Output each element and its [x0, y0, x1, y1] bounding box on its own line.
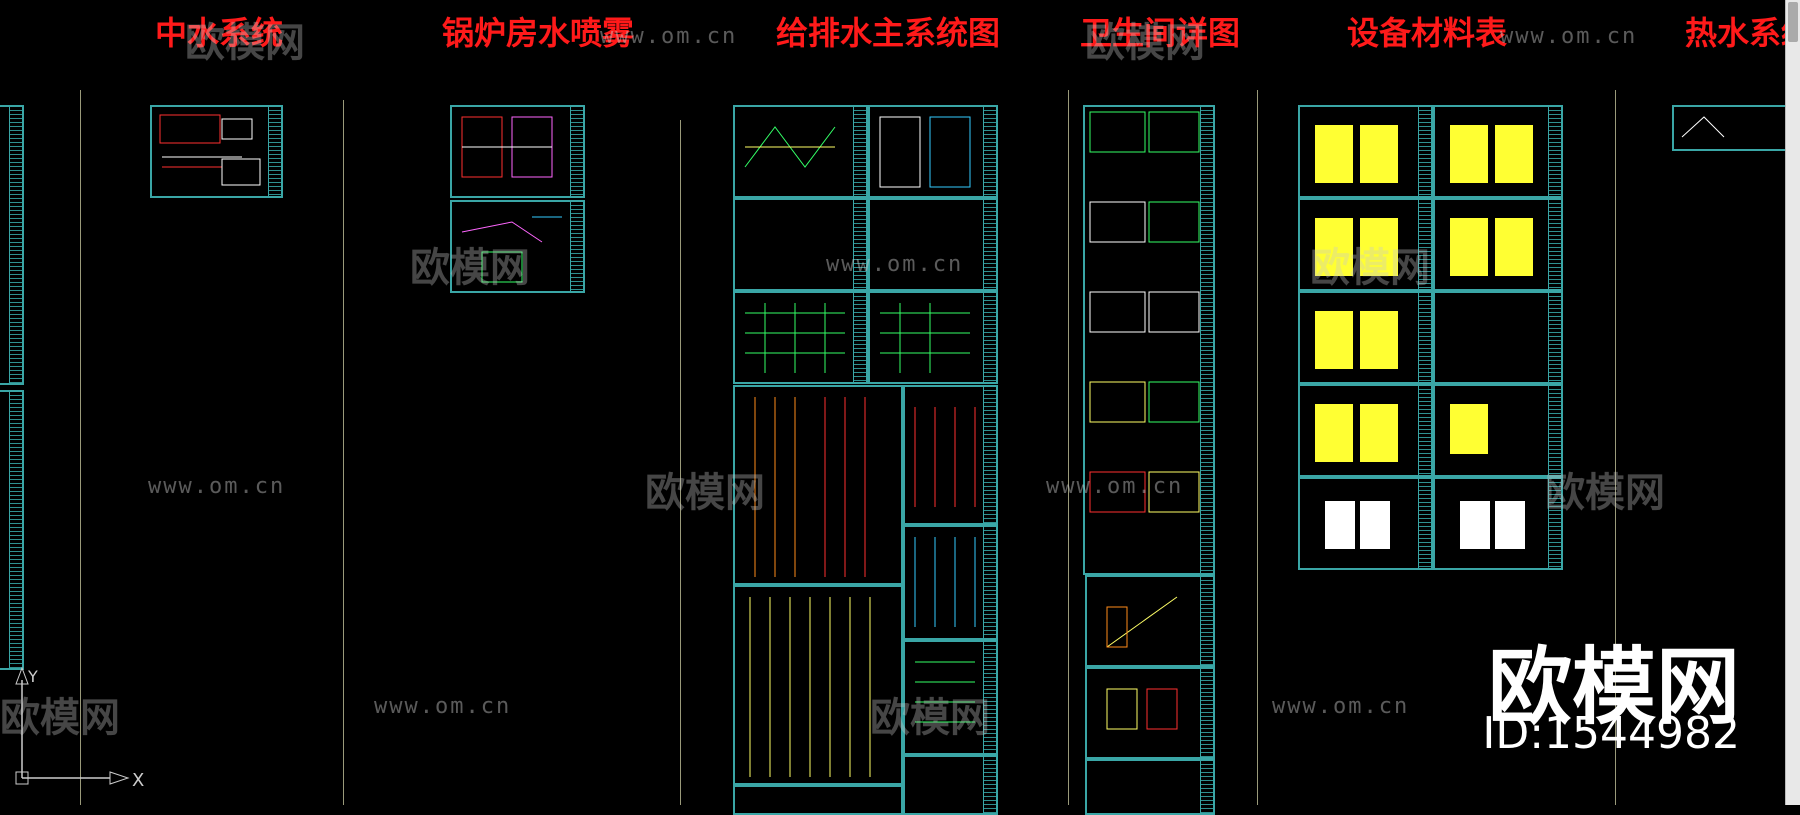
drawing-sheet[interactable] [903, 385, 998, 525]
scrollbar-thumb[interactable] [1788, 2, 1798, 42]
drawing-sheet[interactable] [1298, 198, 1433, 291]
drawing-sheet[interactable] [1298, 105, 1433, 198]
drawing-sheet[interactable] [733, 291, 868, 384]
drawing-sheet[interactable] [733, 785, 903, 815]
drawing-sheet[interactable] [1298, 477, 1433, 570]
drawing-sheet[interactable] [450, 200, 585, 293]
column-divider [1615, 90, 1616, 805]
drawing-sheet[interactable] [733, 105, 868, 198]
drawing-sheet[interactable] [1085, 759, 1215, 815]
watermark-url: www.om.cn [148, 474, 286, 499]
watermark-logo: 欧模网 [1545, 470, 1665, 516]
drawing-sheet[interactable] [903, 755, 998, 815]
drawing-sheet[interactable] [733, 385, 903, 585]
drawing-thumbnail [880, 303, 970, 373]
drawing-thumbnail [1315, 125, 1398, 183]
section-title-reclaimed-water: 中水系统 [155, 14, 284, 52]
brand-logo-text: 欧模网 [1487, 638, 1740, 736]
watermark-url: www.om.cn [1500, 24, 1638, 49]
drawing-thumbnail [1089, 111, 1200, 513]
drawing-thumbnail [744, 126, 836, 168]
section-title-toilet-detail: 卫生间详图 [1080, 14, 1241, 52]
watermark-url: www.om.cn [826, 252, 964, 277]
drawing-sheet[interactable] [0, 390, 24, 670]
column-divider [1068, 90, 1069, 805]
watermark-logo: 欧模网 [1310, 245, 1430, 291]
section-title-hot-water: 热水系统 [1685, 14, 1800, 52]
y-axis-label: Y [27, 667, 38, 686]
section-title-main-system: 给排水主系统图 [776, 14, 1001, 52]
ucs-axis-icon: Y X [15, 666, 144, 790]
drawing-thumbnail [159, 114, 261, 186]
watermark-url: www.om.cn [1272, 694, 1410, 719]
section-title-boiler-spray: 锅炉房水喷雾 [442, 14, 635, 52]
column-divider [1257, 90, 1258, 805]
drawing-sheet[interactable] [1433, 198, 1563, 291]
drawing-thumbnail [1325, 501, 1390, 549]
drawing-sheet[interactable] [733, 585, 903, 785]
watermark-url: www.om.cn [374, 694, 512, 719]
drawing-thumbnail [1460, 501, 1525, 549]
drawing-thumbnail [1681, 116, 1725, 138]
column-divider [80, 90, 81, 805]
watermark-logo: 欧模网 [1085, 20, 1205, 66]
section-title-material-table: 设备材料表 [1347, 14, 1508, 52]
vertical-scrollbar[interactable] [1785, 0, 1800, 805]
drawing-sheet[interactable] [1085, 575, 1215, 667]
drawing-thumbnail [1450, 218, 1533, 276]
drawing-thumbnail [1106, 596, 1178, 648]
drawing-thumbnail [1106, 688, 1178, 730]
watermark-logo: 欧模网 [185, 20, 305, 66]
drawing-sheet[interactable] [150, 105, 283, 198]
drawing-thumbnail [461, 216, 562, 283]
column-divider [343, 100, 344, 805]
drawing-sheet[interactable] [1298, 384, 1433, 477]
drawing-sheet[interactable] [868, 291, 998, 384]
drawing-thumbnail [745, 303, 845, 373]
drawing-sheet[interactable] [1433, 105, 1563, 198]
drawing-sheet[interactable] [868, 105, 998, 198]
watermark-logo: 欧模网 [410, 245, 530, 291]
drawing-sheet[interactable] [1433, 384, 1563, 477]
drawing-sheet[interactable] [1433, 291, 1563, 384]
watermark-url: www.om.cn [600, 24, 738, 49]
drawing-sheet[interactable] [1433, 477, 1563, 570]
drawing-thumbnail [1450, 125, 1533, 183]
drawing-thumbnail [461, 116, 553, 178]
drawing-sheet[interactable] [733, 198, 868, 291]
drawing-sheet[interactable] [868, 198, 998, 291]
drawing-thumbnail [879, 116, 971, 188]
drawing-sheet[interactable] [450, 105, 585, 198]
drawing-sheet[interactable] [1083, 105, 1215, 575]
drawing-thumbnail [749, 597, 871, 777]
drawing-thumbnail [914, 407, 976, 507]
drawing-thumbnail [754, 397, 866, 577]
watermark-logo: 欧模网 [870, 695, 990, 741]
drawing-sheet[interactable] [0, 105, 24, 385]
x-axis-label: X [132, 770, 144, 790]
drawing-thumbnail [1450, 404, 1488, 454]
drawing-thumbnail [1315, 311, 1398, 369]
column-divider [680, 120, 681, 805]
drawing-sheet[interactable] [1672, 105, 1800, 151]
watermark-logo: 欧模网 [645, 470, 765, 516]
drawing-thumbnail [1315, 218, 1398, 276]
drawing-thumbnail [914, 537, 976, 627]
watermark-url: www.om.cn [1046, 474, 1184, 499]
drawing-sheet[interactable] [1298, 291, 1433, 384]
watermark-logo: 欧模网 [0, 695, 120, 741]
drawing-sheet[interactable] [903, 525, 998, 640]
drawing-sheet[interactable] [903, 640, 998, 755]
brand-id: ID:1544982 [1482, 708, 1740, 759]
drawing-thumbnail [915, 661, 975, 723]
drawing-sheet[interactable] [1085, 667, 1215, 759]
drawing-thumbnail [1315, 404, 1398, 462]
